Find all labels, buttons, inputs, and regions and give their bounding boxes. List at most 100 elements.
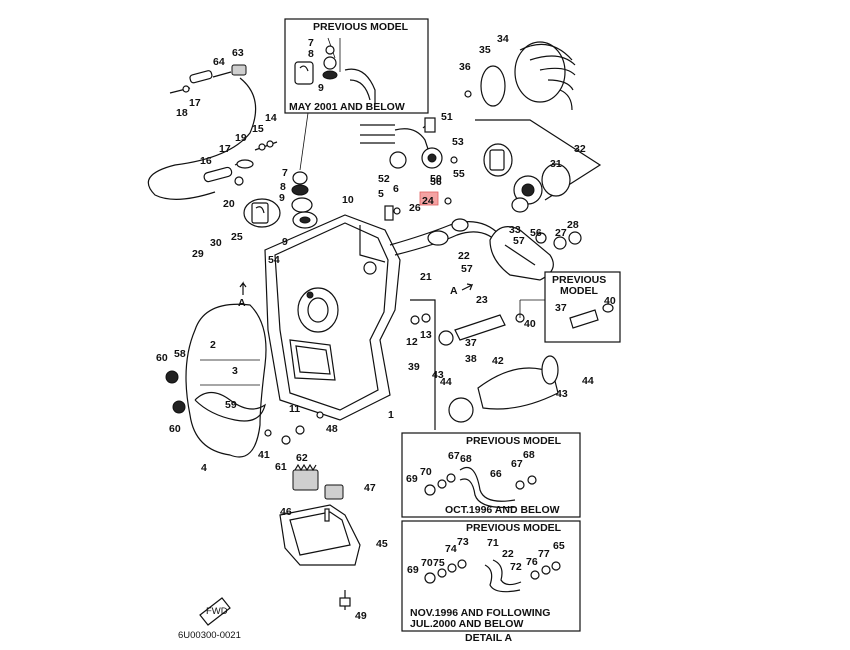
callout-19: 19: [235, 132, 247, 144]
callout-7: 7: [282, 167, 288, 179]
callout-9: 9: [279, 192, 285, 204]
callout-57: 57: [461, 263, 473, 275]
callout-69: 69: [406, 473, 418, 485]
callout-20: 20: [223, 198, 235, 210]
callout-60: 60: [169, 423, 181, 435]
callout-56: 56: [530, 227, 542, 239]
callout-1: 1: [388, 409, 394, 421]
callout-36: 36: [459, 61, 471, 73]
exhaust-hose-center: [360, 117, 503, 256]
callout-55: 55: [453, 168, 465, 180]
callout-16: 16: [200, 155, 212, 167]
callout-18: 18: [176, 107, 188, 119]
callout-61: 61: [275, 461, 287, 473]
callout-50: 50: [430, 173, 442, 185]
callout-37: 37: [555, 302, 567, 314]
callout-28: 28: [567, 219, 579, 231]
box-title: PREVIOUS MODEL: [313, 21, 409, 33]
gasket-left: [165, 303, 272, 458]
callout-48: 48: [326, 423, 338, 435]
callout-24: 24: [422, 195, 434, 207]
callout-43: 43: [556, 388, 568, 400]
callout-75: 75: [433, 557, 445, 569]
callout-27: 27: [555, 227, 567, 239]
callout-23: 23: [476, 294, 488, 306]
callout-30: 30: [210, 237, 222, 249]
callout-74: 74: [445, 543, 457, 555]
callout-73: 73: [457, 536, 469, 548]
callout-7: 7: [308, 37, 314, 49]
callout-10: 10: [342, 194, 354, 206]
callout-6: 6: [393, 183, 399, 195]
callout-12: 12: [406, 336, 418, 348]
previous-model-box-right: PREVIOUS MODEL: [544, 271, 621, 343]
callout-2: 2: [210, 339, 216, 351]
callout-9: 9: [282, 236, 288, 248]
box-title-line2: MODEL: [560, 285, 599, 297]
callout-11: 11: [289, 403, 300, 415]
marker-a-right: A: [450, 285, 458, 297]
callout-62: 62: [296, 452, 308, 464]
callout-53: 53: [452, 136, 464, 148]
callout-65: 65: [553, 540, 565, 552]
cover-plate-bottom: [279, 425, 361, 610]
callout-72: 72: [510, 561, 522, 573]
callout-60: 60: [156, 352, 168, 364]
callout-64: 64: [213, 56, 225, 68]
callout-22: 22: [502, 548, 514, 560]
callout-17: 17: [219, 143, 231, 155]
callout-37: 37: [465, 337, 477, 349]
callout-51: 51: [441, 111, 453, 123]
callout-32: 32: [574, 143, 586, 155]
previous-model-box-nov: PREVIOUS MODEL NOV.1996 AND FOLLOWING JU…: [401, 520, 581, 644]
box-note-line1: NOV.1996 AND FOLLOWING: [410, 607, 550, 619]
callout-54: 54: [268, 254, 280, 266]
callout-9: 9: [318, 82, 324, 94]
callout-8: 8: [280, 181, 286, 193]
callout-58: 58: [174, 348, 186, 360]
callout-21: 21: [420, 271, 432, 283]
box-title: PREVIOUS MODEL: [466, 435, 562, 447]
callout-43: 43: [432, 369, 444, 381]
callout-40: 40: [604, 295, 616, 307]
callout-34: 34: [497, 33, 509, 45]
box-title-line1: PREVIOUS: [552, 274, 606, 286]
callout-15: 15: [252, 123, 264, 135]
callout-4: 4: [201, 462, 207, 474]
detail-a-caption: DETAIL A: [465, 632, 512, 644]
highlight-part-24: [419, 191, 439, 206]
pointer-lines: A A: [238, 112, 545, 309]
callout-67: 67: [511, 458, 523, 470]
previous-model-box-oct: PREVIOUS MODEL OCT.1996 AND BELOW: [401, 432, 581, 518]
callout-25: 25: [231, 231, 243, 243]
callout-26: 26: [409, 202, 421, 214]
callout-42: 42: [492, 355, 504, 367]
callout-3: 3: [232, 365, 238, 377]
marker-a-left: A: [238, 297, 246, 309]
callout-45: 45: [376, 538, 388, 550]
callout-40: 40: [524, 318, 536, 330]
box-note: OCT.1996 AND BELOW: [445, 504, 560, 516]
callout-17: 17: [189, 97, 201, 109]
callout-66: 66: [490, 468, 502, 480]
bellows-middle: [410, 299, 559, 430]
callout-8: 8: [308, 48, 314, 60]
callout-76: 76: [526, 556, 538, 568]
main-housing: [264, 214, 401, 421]
callout-31: 31: [550, 158, 562, 170]
callout-59: 59: [225, 399, 237, 411]
callout-33: 33: [509, 224, 521, 236]
box-note-line2: JUL.2000 AND BELOW: [410, 618, 523, 630]
callout-5: 5: [378, 188, 384, 200]
callout-35: 35: [479, 44, 491, 56]
callout-13: 13: [420, 329, 432, 341]
fwd-label: FWD: [206, 606, 228, 617]
fwd-marker: FWD: [199, 597, 231, 626]
callout-47: 47: [364, 482, 376, 494]
callout-29: 29: [192, 248, 204, 260]
bellows-top-right: [464, 41, 602, 281]
callout-71: 71: [487, 537, 499, 549]
box-note: MAY 2001 AND BELOW: [289, 101, 405, 113]
